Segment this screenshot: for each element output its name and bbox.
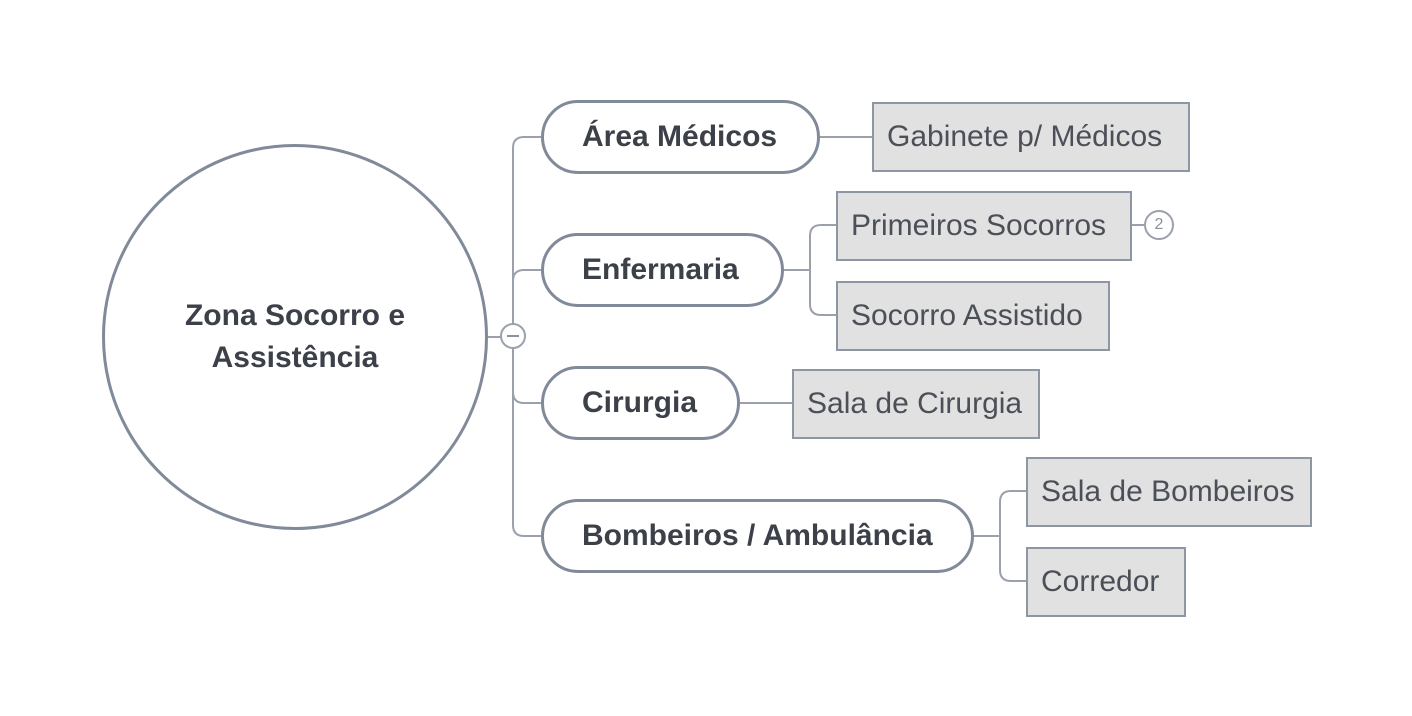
leaf-corredor[interactable]: Corredor (1026, 547, 1186, 617)
leaf-sala-de-bombeiros[interactable]: Sala de Bombeiros (1026, 457, 1312, 527)
connector-trunk-enfermaria (512, 269, 541, 337)
collapse-toggle-button[interactable] (500, 323, 526, 349)
root-topic-label: Zona Socorro e Assistência (184, 299, 406, 374)
leaf-primeiros-socorros[interactable]: Primeiros Socorros (836, 191, 1132, 261)
root-topic[interactable]: Zona Socorro e Assistência (102, 144, 488, 530)
leaf-gabinete-medicos[interactable]: Gabinete p/ Médicos (872, 102, 1190, 172)
connector-enfermaria-primeiros (783, 224, 836, 271)
connector-bombeiros-corredor (999, 536, 1026, 582)
minus-icon (507, 335, 519, 337)
leaf-sala-de-cirurgia[interactable]: Sala de Cirurgia (792, 369, 1040, 439)
branch-bombeiros-ambulancia[interactable]: Bombeiros / Ambulância (541, 499, 974, 573)
branch-area-medicos[interactable]: Área Médicos (541, 100, 820, 174)
branch-enfermaria[interactable]: Enfermaria (541, 233, 784, 307)
connector-bombeiros-sala (973, 490, 1026, 537)
connector-trunk-bombeiros (512, 337, 541, 537)
connector-enfermaria-assistido (809, 270, 836, 316)
branch-cirurgia[interactable]: Cirurgia (541, 366, 740, 440)
leaf-socorro-assistido[interactable]: Socorro Assistido (836, 281, 1110, 351)
connector-trunk-area-medicos (512, 136, 541, 337)
collapsed-count-badge[interactable]: 2 (1144, 210, 1174, 240)
